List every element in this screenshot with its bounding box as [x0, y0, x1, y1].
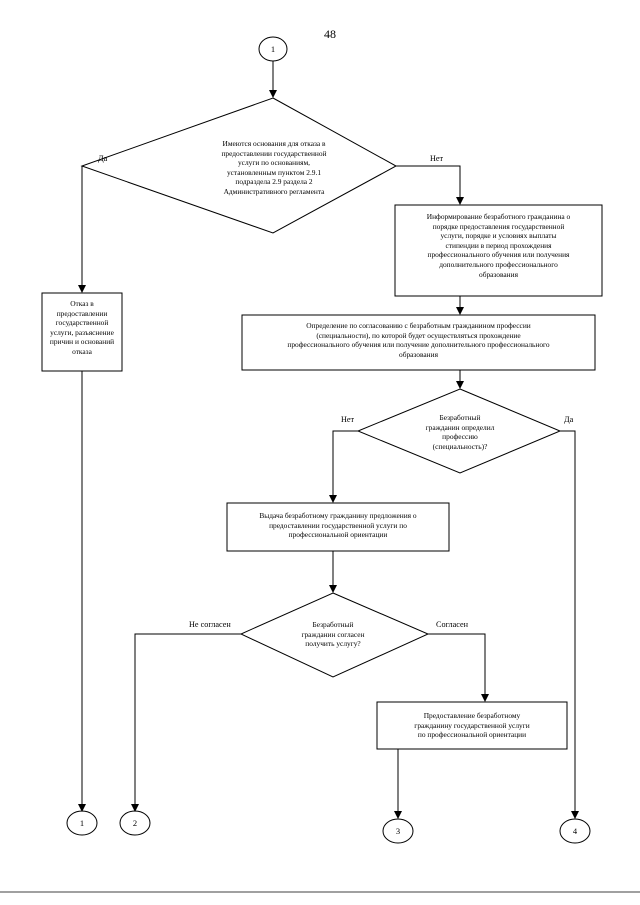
label-d1-no: Нет: [430, 154, 444, 163]
decision-refusal-grounds-text: Имеются основания для отказа в предостав…: [221, 139, 327, 196]
flow-arrow-d3-yes: [428, 633, 489, 702]
label-d1-yes: Да: [98, 154, 108, 163]
inform-text: Информирование безработного гражданина о…: [426, 212, 571, 279]
end-connector-3-shape: [382, 818, 414, 844]
page-number: 48: [324, 27, 336, 41]
refusal-text: Отказ в предоставлении государственной у…: [49, 299, 115, 356]
end-connector-2-label: 2: [132, 818, 138, 828]
decision-agree-text: Безработный гражданин согласен получить …: [301, 620, 365, 649]
end-connector-4-label: 4: [572, 826, 578, 836]
end-connector-1-shape: [66, 810, 98, 836]
offer-text: Выдача безработному гражданину предложен…: [259, 511, 417, 540]
label-d3-no: Не согласен: [189, 620, 231, 629]
determine-text: Определение по согласованию с безработны…: [287, 321, 550, 359]
end-connector-1-label: 1: [79, 818, 85, 828]
flow-arrow-d2-no: [329, 430, 358, 503]
flow-arrow-d1-no: [396, 165, 464, 205]
label-d2-yes: Да: [564, 415, 574, 424]
decision-refusal-grounds-shape: [80, 97, 398, 234]
flow-arrow-d3-no: [131, 633, 241, 812]
start-connector-label: 1: [270, 44, 276, 54]
end-connector-4-shape: [559, 818, 591, 844]
decision-agree-shape: [239, 592, 430, 678]
end-connector-3-label: 3: [395, 826, 401, 836]
provide-text: Предоставление безработному гражданину г…: [414, 711, 530, 740]
decision-profession-text: Безработный гражданин определил професси…: [425, 413, 495, 451]
flow-arrow-d2-yes: [560, 430, 579, 819]
label-d3-yes: Согласен: [436, 620, 468, 629]
decision-profession-shape: [356, 388, 562, 474]
provide-box: [376, 701, 568, 750]
end-connector-2-shape: [119, 810, 151, 836]
inform-box: [394, 204, 603, 297]
determine-box: [241, 314, 596, 371]
label-d2-no: Нет: [341, 415, 355, 424]
offer-box: [226, 502, 450, 552]
